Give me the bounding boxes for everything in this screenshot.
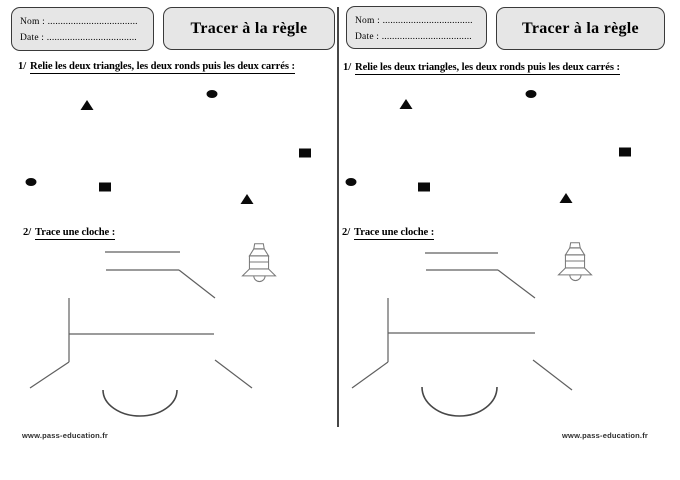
exercise1-heading: 1/Relie les deux triangles, les deux ron… (343, 62, 620, 75)
triangle-dot (559, 193, 573, 203)
exercise2-number: 2/ (342, 227, 351, 238)
name-line: Nom : ..................................… (355, 16, 473, 26)
source-url: www.pass-education.fr (22, 431, 109, 440)
worksheet-title-box: Tracer à la règle (496, 7, 665, 50)
exercise1-number: 1/ (343, 62, 352, 73)
exercise2-heading: 2/Trace une cloche : (23, 227, 116, 240)
bell-icon (557, 242, 593, 282)
name-line: Nom : ..................................… (20, 17, 138, 27)
exercise2-instruction: Trace une cloche : (354, 227, 435, 240)
name-date-box: Nom : ..................................… (346, 6, 487, 49)
worksheet-title: Tracer à la règle (522, 19, 639, 37)
trace-line (178, 269, 216, 299)
square-dot (99, 182, 111, 192)
exercise-canvas (345, 90, 631, 417)
trace-line (351, 361, 389, 389)
trace-line (214, 359, 253, 389)
exercise-canvas (25, 90, 311, 417)
exercise1-instruction: Relie les deux triangles, les deux ronds… (30, 61, 295, 74)
bell-icon (241, 243, 277, 283)
circle-dot (206, 90, 218, 98)
exercise1-heading: 1/Relie les deux triangles, les deux ron… (18, 61, 295, 74)
exercise2-instruction: Trace une cloche : (35, 227, 116, 240)
page-divider (337, 7, 339, 427)
worksheet-page-right: Nom : ..................................… (340, 0, 680, 480)
trace-arc (421, 386, 498, 417)
source-url: www.pass-education.fr (562, 431, 649, 440)
date-line: Date : .................................… (355, 32, 472, 42)
date-line: Date : .................................… (20, 33, 137, 43)
exercise1-number: 1/ (18, 61, 27, 72)
trace-line (29, 361, 70, 389)
square-dot (299, 148, 311, 158)
exercise2-number: 2/ (23, 227, 32, 238)
triangle-dot (80, 100, 94, 110)
trace-line (497, 269, 536, 299)
triangle-dot (399, 99, 413, 109)
triangle-dot (240, 194, 254, 204)
exercise2-heading: 2/Trace une cloche : (342, 227, 435, 240)
circle-dot (345, 178, 357, 186)
name-date-box: Nom : ..................................… (11, 7, 154, 51)
square-dot (619, 147, 631, 157)
circle-dot (525, 90, 537, 98)
exercise1-instruction: Relie les deux triangles, les deux ronds… (355, 62, 620, 75)
circle-dot (25, 178, 37, 186)
worksheet-page-left: Nom : ..................................… (11, 7, 335, 440)
trace-arc (102, 389, 178, 417)
square-dot (418, 182, 430, 192)
worksheet-title-box: Tracer à la règle (163, 7, 335, 50)
trace-line (532, 359, 573, 391)
worksheet-title: Tracer à la règle (190, 19, 308, 37)
